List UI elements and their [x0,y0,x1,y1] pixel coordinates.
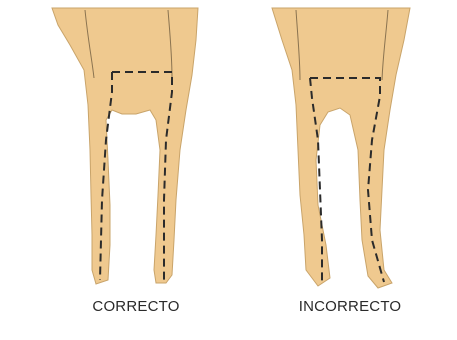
incorrect-caption: INCORRECTO [260,298,440,315]
correct-body-silhouette [52,8,198,284]
incorrect-stance-figure [272,8,410,288]
correct-caption: CORRECTO [46,298,226,315]
correct-stance-figure [52,8,198,284]
incorrect-body-silhouette [272,8,410,288]
